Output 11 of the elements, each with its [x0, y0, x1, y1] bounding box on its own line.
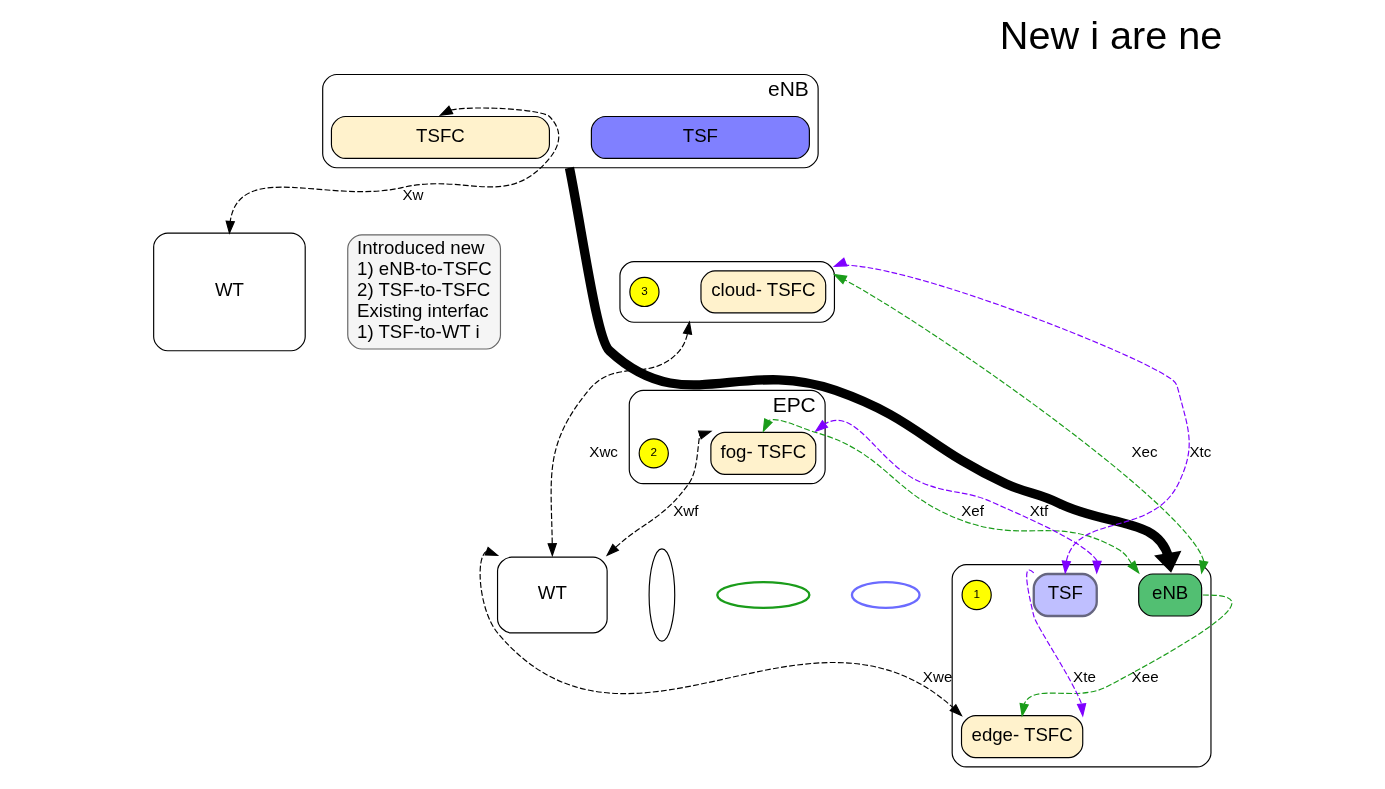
edge-label: Xwf [672, 501, 698, 519]
edge-label: Xwe [922, 668, 952, 686]
edge-label: Xec [1130, 443, 1158, 461]
edge-label: Xtf [1029, 501, 1048, 519]
edge-label: Xwc [588, 443, 618, 461]
edge-label: Xw [402, 185, 424, 203]
edge-label: Xte [1072, 668, 1096, 686]
edge-label: Xee [1131, 668, 1159, 686]
diagram-title: New i are ne [999, 13, 1222, 58]
edge-label: Xtc [1189, 443, 1211, 461]
edge-label: Xef [960, 501, 984, 519]
